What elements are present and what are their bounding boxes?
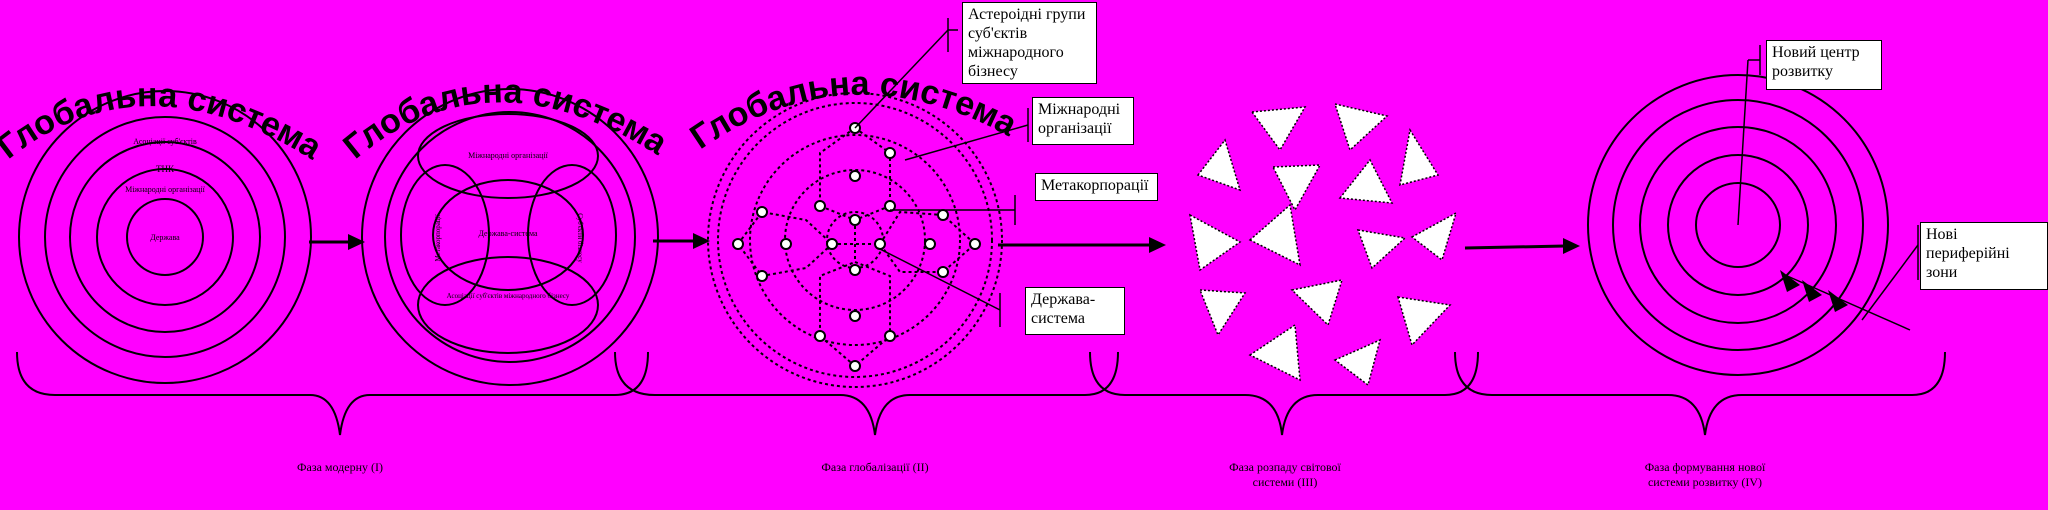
phase-label-1: Фаза модерну (I) xyxy=(297,460,383,474)
diagram-2 xyxy=(361,88,659,386)
ring-label-state: Держава xyxy=(150,233,180,242)
diagram-4-triangles xyxy=(1188,102,1458,387)
callout-state-system: Держава-система xyxy=(1025,287,1125,335)
arrow-3 xyxy=(998,237,1166,253)
diagram-3-links xyxy=(736,126,977,368)
diagram-5-arrowheads xyxy=(1780,270,1848,312)
phase-braces xyxy=(16,351,1946,436)
diagram-3-leaders xyxy=(854,18,1029,327)
diagram-3-nodes xyxy=(732,122,981,372)
phase-label-2: Фаза глобалізації (II) xyxy=(821,460,929,474)
arrow-4 xyxy=(1464,238,1580,254)
diagram-2-metacorps: Метакорпорації xyxy=(434,214,442,261)
global-system-title-1: Глобальна система xyxy=(0,76,329,167)
arrow-2 xyxy=(653,233,710,249)
diagram-5-rings xyxy=(1587,74,1889,376)
arrow-1 xyxy=(309,234,365,250)
ring-label-tnk: ТНК xyxy=(156,164,175,174)
diagram-2-state-system: Держава-система xyxy=(478,229,538,238)
ring-label-intl-orgs: Міжнародні організації xyxy=(125,185,206,194)
diagram-2-intl-orgs: Міжнародні організації xyxy=(468,151,549,160)
diagram-2-business-subjects: Суб'єкти бізнесу xyxy=(576,213,584,263)
callout-metacorps: Метакорпорації xyxy=(1035,173,1158,201)
diagram-2-associations: Асоціації суб'єктів міжнародного бізнесу xyxy=(447,292,570,300)
diagram-1-rings xyxy=(18,90,312,384)
ring-label-associations: Асоціації суб'єктів xyxy=(133,137,197,146)
